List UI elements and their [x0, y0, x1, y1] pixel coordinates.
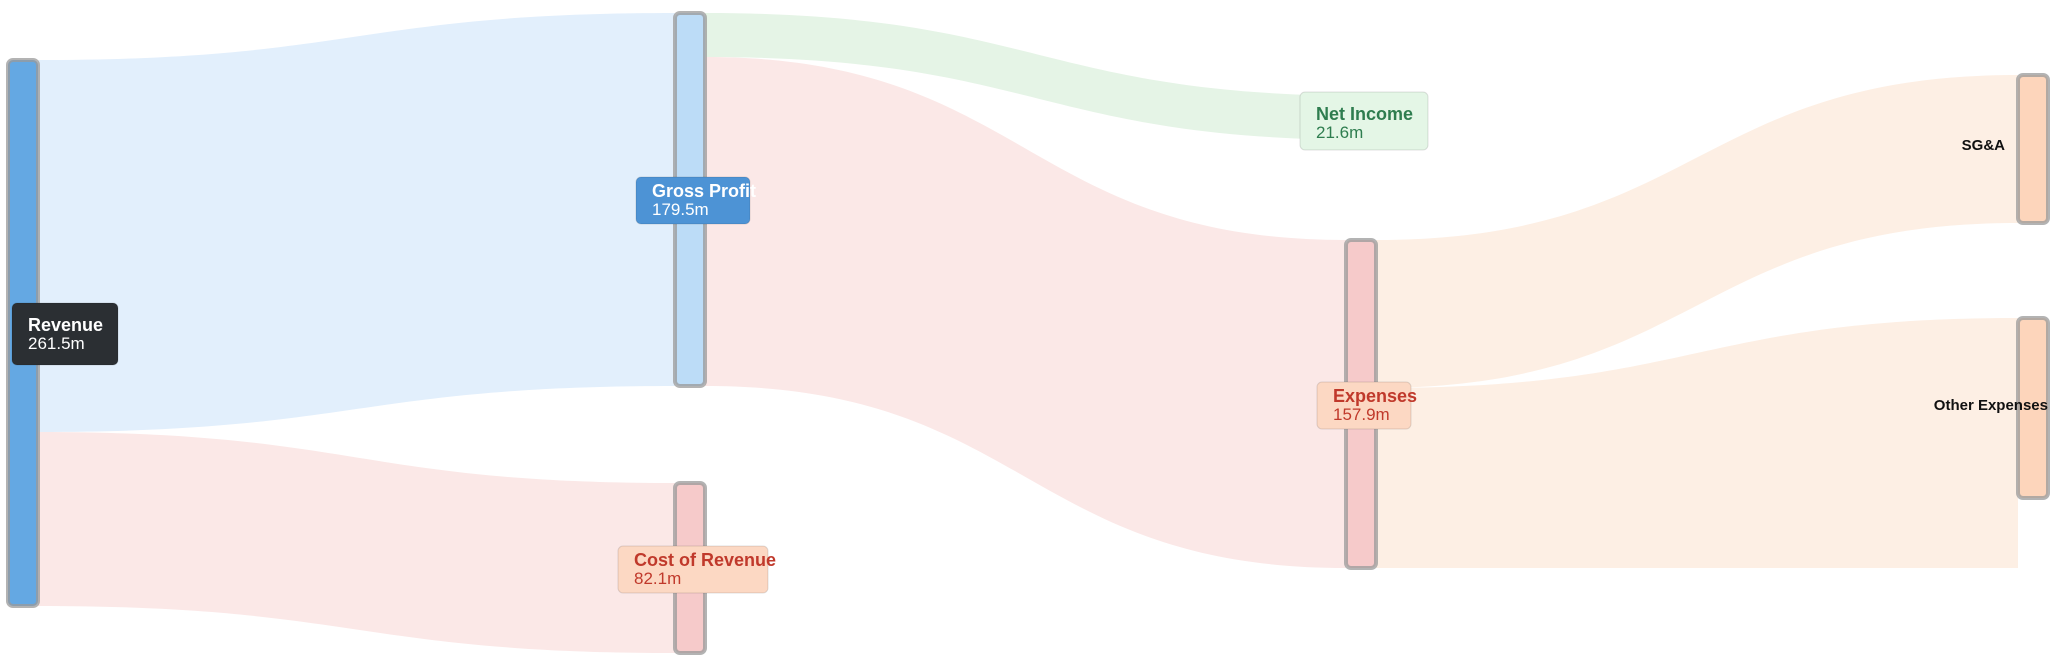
sankey-links: [38, 13, 2018, 653]
label-other-expenses: Other Expenses: [1934, 397, 2048, 414]
node-other-expenses[interactable]: [2016, 316, 2050, 500]
label-gross-profit-box: [635, 176, 751, 225]
link-expenses-to-other_expenses: [1376, 318, 2018, 568]
label-revenue-box: [11, 302, 119, 366]
node-sga[interactable]: [2016, 73, 2050, 225]
link-revenue-to-cost_of_revenue: [38, 432, 675, 653]
label-revenue-value: 261.5m: [28, 334, 85, 353]
label-gross-profit-name: Gross Profit: [652, 181, 756, 201]
label-expenses-value: 157.9m: [1333, 405, 1390, 424]
link-gross_profit-to-expenses: [705, 57, 1346, 568]
label-net-income-name: Net Income: [1316, 104, 1413, 124]
label-other-expenses-name: Other Expenses: [1934, 397, 2048, 414]
label-net-income-value: 21.6m: [1316, 123, 1363, 142]
label-sga-name: SG&A: [1962, 137, 2006, 154]
label-expenses-name: Expenses: [1333, 386, 1417, 406]
label-expenses-box: [1316, 381, 1412, 430]
label-cost-of-revenue-box: [617, 545, 769, 594]
label-cost-of-revenue-name: Cost of Revenue: [634, 550, 776, 570]
label-sga: SG&A: [1962, 137, 2006, 154]
label-revenue-name: Revenue: [28, 315, 103, 335]
label-gross-profit-value: 179.5m: [652, 200, 709, 219]
label-net-income-box: [1299, 91, 1429, 151]
link-revenue-to-gross_profit: [38, 13, 675, 432]
label-cost-of-revenue-value: 82.1m: [634, 569, 681, 588]
link-gross_profit-to-net_income: [705, 13, 1370, 140]
link-expenses-to-sga: [1376, 75, 2018, 388]
